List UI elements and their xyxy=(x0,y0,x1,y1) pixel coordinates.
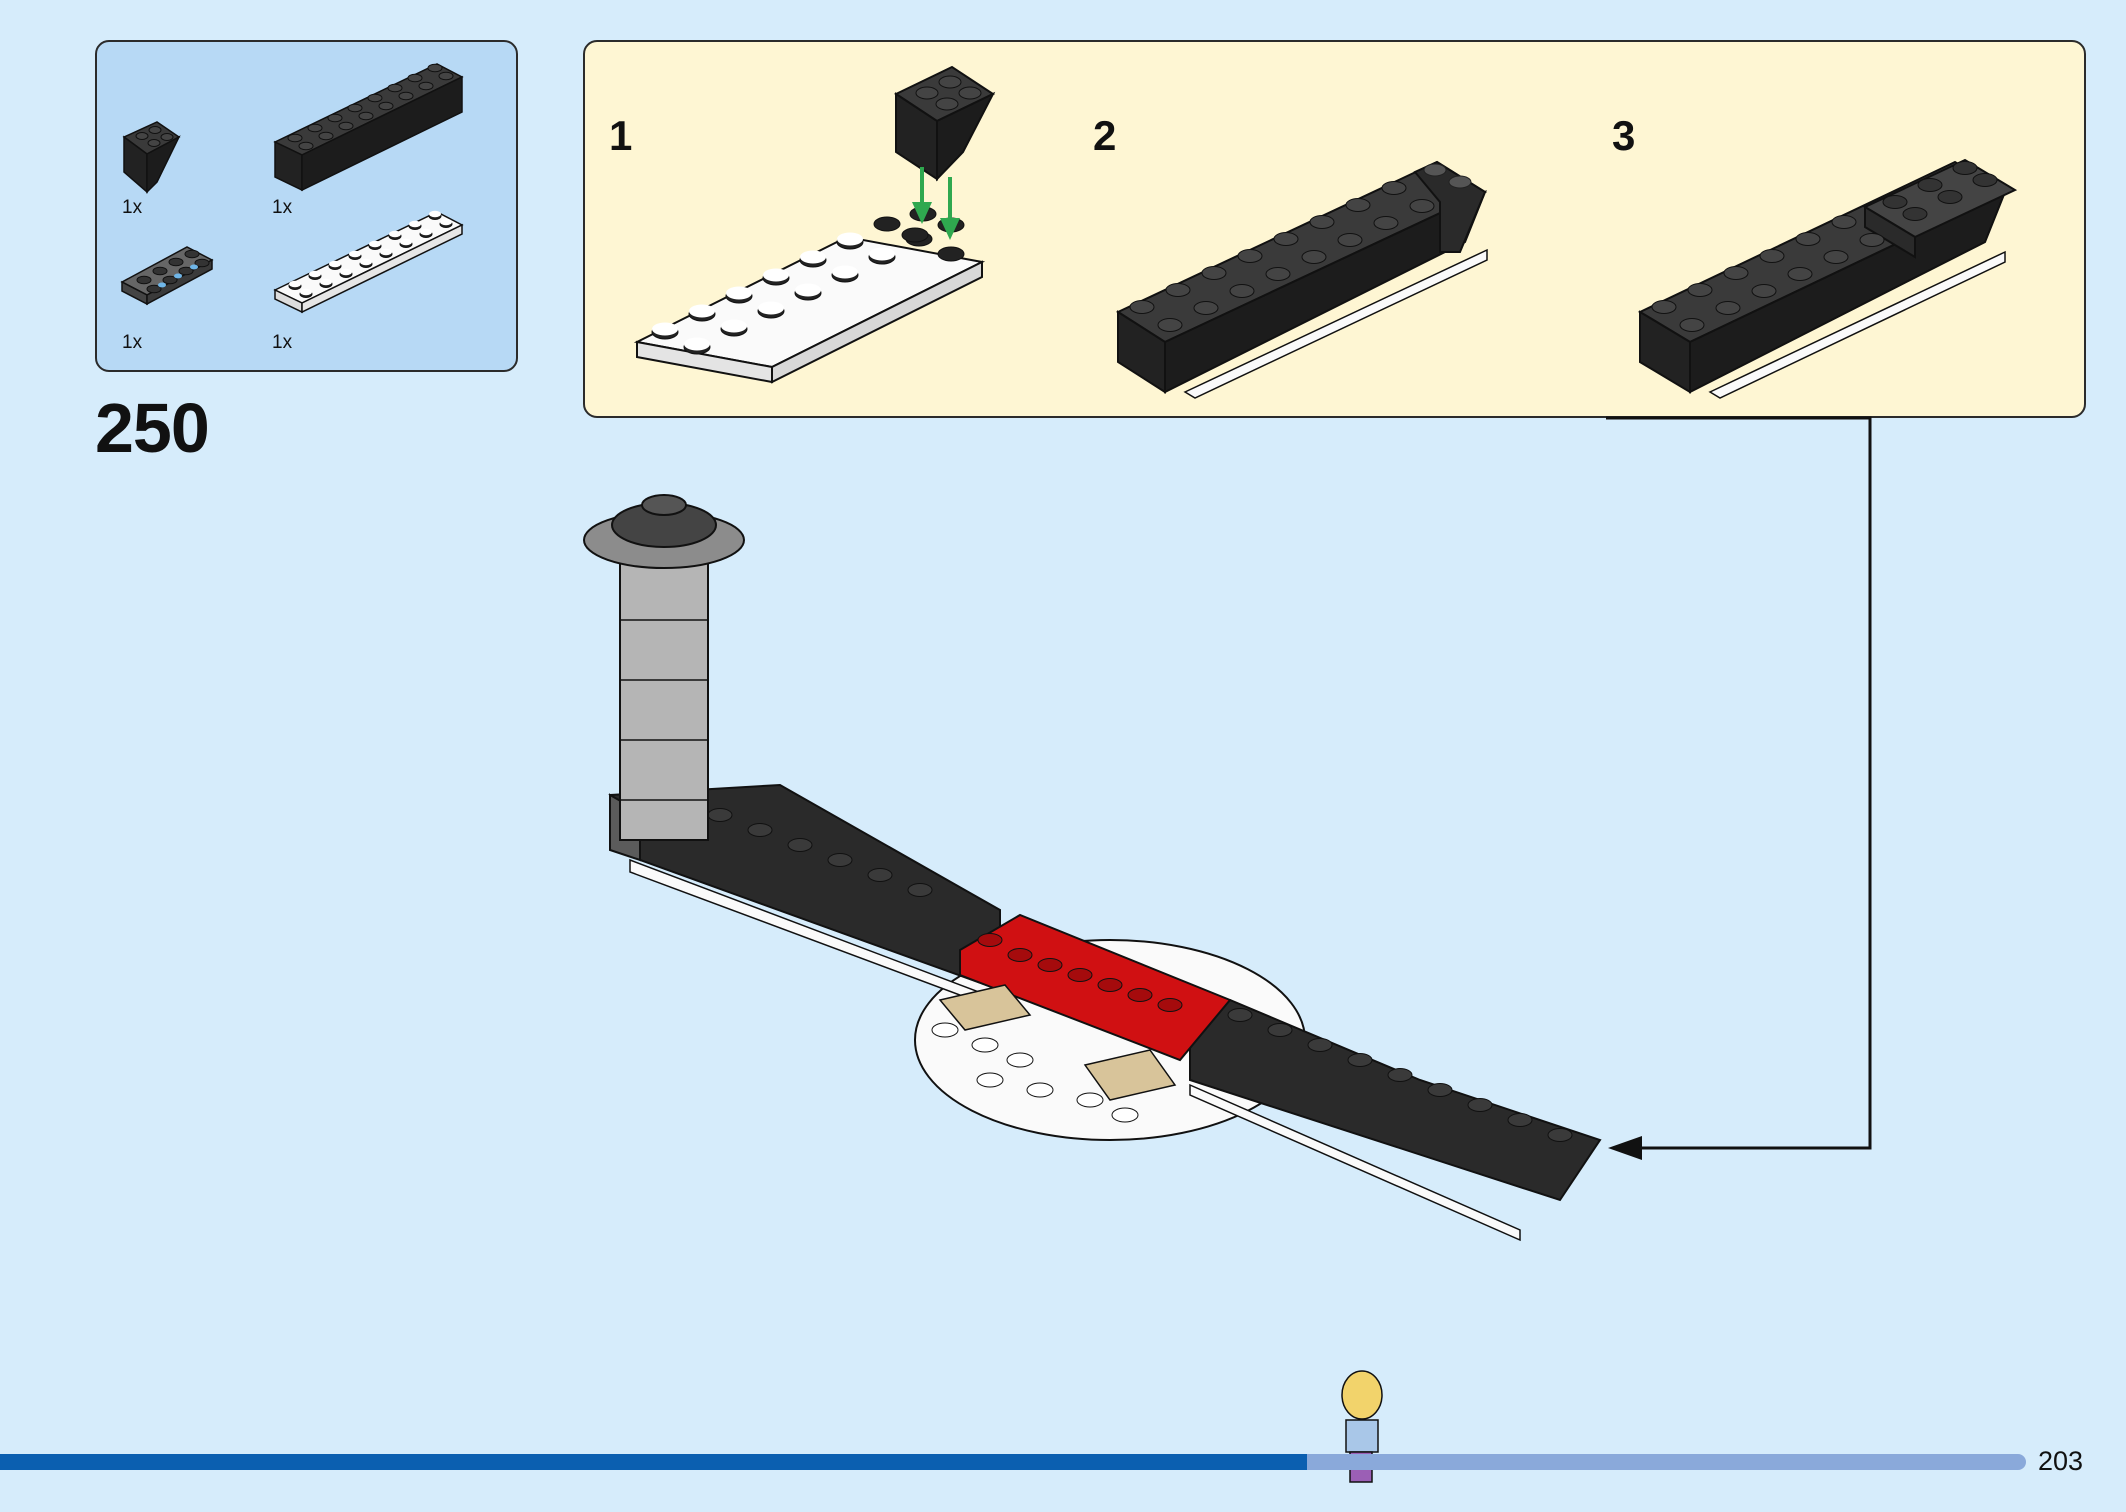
part-qty: 1x xyxy=(122,197,143,218)
part-white-plate-icon xyxy=(273,210,464,314)
substep1-inverted-slope-icon xyxy=(893,65,996,182)
green-arrows-icon xyxy=(912,167,960,240)
page-number: 203 xyxy=(2038,1446,2084,1476)
part-qty: 1x xyxy=(122,332,143,353)
main-model-icon xyxy=(583,494,1602,1242)
part-inverted-slope-icon xyxy=(122,121,181,194)
part-qty: 1x xyxy=(272,332,293,353)
substep3-assembly-icon xyxy=(1637,158,2018,399)
substep1-white-plate-icon xyxy=(633,206,986,384)
parts-list-graphics xyxy=(120,63,464,314)
part-qty: 1x xyxy=(272,197,293,218)
substep-number: 1 xyxy=(609,112,633,159)
part-black-brick-icon xyxy=(273,63,464,192)
subassembly-graphics xyxy=(633,65,2018,399)
progress-bar-fill xyxy=(0,1454,1307,1470)
part-grey-plate-icon xyxy=(120,246,214,306)
callout-arrow-icon xyxy=(1606,416,1872,1160)
substep2-assembly-icon xyxy=(1115,160,1488,399)
substep-number: 2 xyxy=(1093,112,1117,159)
progress-bar xyxy=(0,1454,2026,1470)
step-number: 250 xyxy=(95,389,210,467)
substep-number: 3 xyxy=(1612,112,1636,159)
subassembly-box: 1 2 3 xyxy=(583,40,2086,418)
parts-list-box: 1x 1x 1x 1x xyxy=(95,40,518,372)
